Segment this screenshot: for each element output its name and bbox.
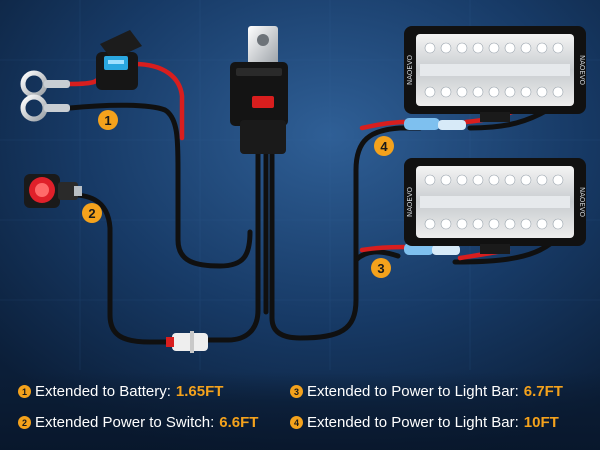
led-light-bar-lower: NAOEVO NAOEVO (404, 158, 586, 254)
legend-number-icon: 4 (290, 416, 303, 429)
light-bar-brand-right: NAOEVO (578, 55, 586, 86)
callout-3: 3 (371, 258, 391, 278)
light-bar-brand-right: NAOEVO (578, 187, 586, 218)
legend-value: 6.7FT (523, 383, 563, 400)
callout-3-number: 3 (377, 261, 384, 276)
callout-1-number: 1 (104, 113, 111, 128)
legend-value: 6.6FT (219, 414, 259, 431)
callout-2: 2 (82, 203, 102, 223)
legend-item-light-bar-b: 4 Extended to Power to Light Bar: 10FT (290, 414, 559, 431)
callout-4-number: 4 (380, 139, 388, 154)
relay (230, 26, 288, 154)
battery-ring-terminals (20, 70, 70, 122)
fuse-holder (96, 30, 142, 90)
legend-item-light-bar-a: 3 Extended to Power to Light Bar: 6.7FT (290, 383, 563, 400)
black-wires (52, 79, 578, 345)
legend-label: Extended to Battery: (35, 383, 171, 400)
light-bar-brand-left: NAOEVO (406, 187, 414, 218)
legend-label: Extended Power to Switch: (35, 414, 215, 431)
callout-2-number: 2 (88, 206, 95, 221)
led-light-bar-upper: NAOEVO NAOEVO (404, 26, 586, 122)
legend-number-icon: 2 (18, 416, 31, 429)
legend-value: 1.65FT (175, 383, 224, 400)
callout-1: 1 (98, 110, 118, 130)
legend-number-icon: 1 (18, 385, 31, 398)
callout-4: 4 (374, 136, 394, 156)
harness-connector (166, 331, 208, 353)
rocker-switch (24, 174, 82, 208)
legend-item-battery: 1 Extended to Battery: 1.65FT (18, 383, 223, 400)
light-bar-connectors (404, 118, 466, 255)
legend-number-icon: 3 (290, 385, 303, 398)
legend-label: Extended to Power to Light Bar: (307, 414, 519, 431)
legend-panel (0, 372, 600, 450)
light-bar-brand-left: NAOEVO (406, 55, 414, 86)
legend-label: Extended to Power to Light Bar: (307, 383, 519, 400)
legend-value: 10FT (523, 414, 559, 431)
legend-item-switch: 2 Extended Power to Switch: 6.6FT (18, 414, 258, 431)
